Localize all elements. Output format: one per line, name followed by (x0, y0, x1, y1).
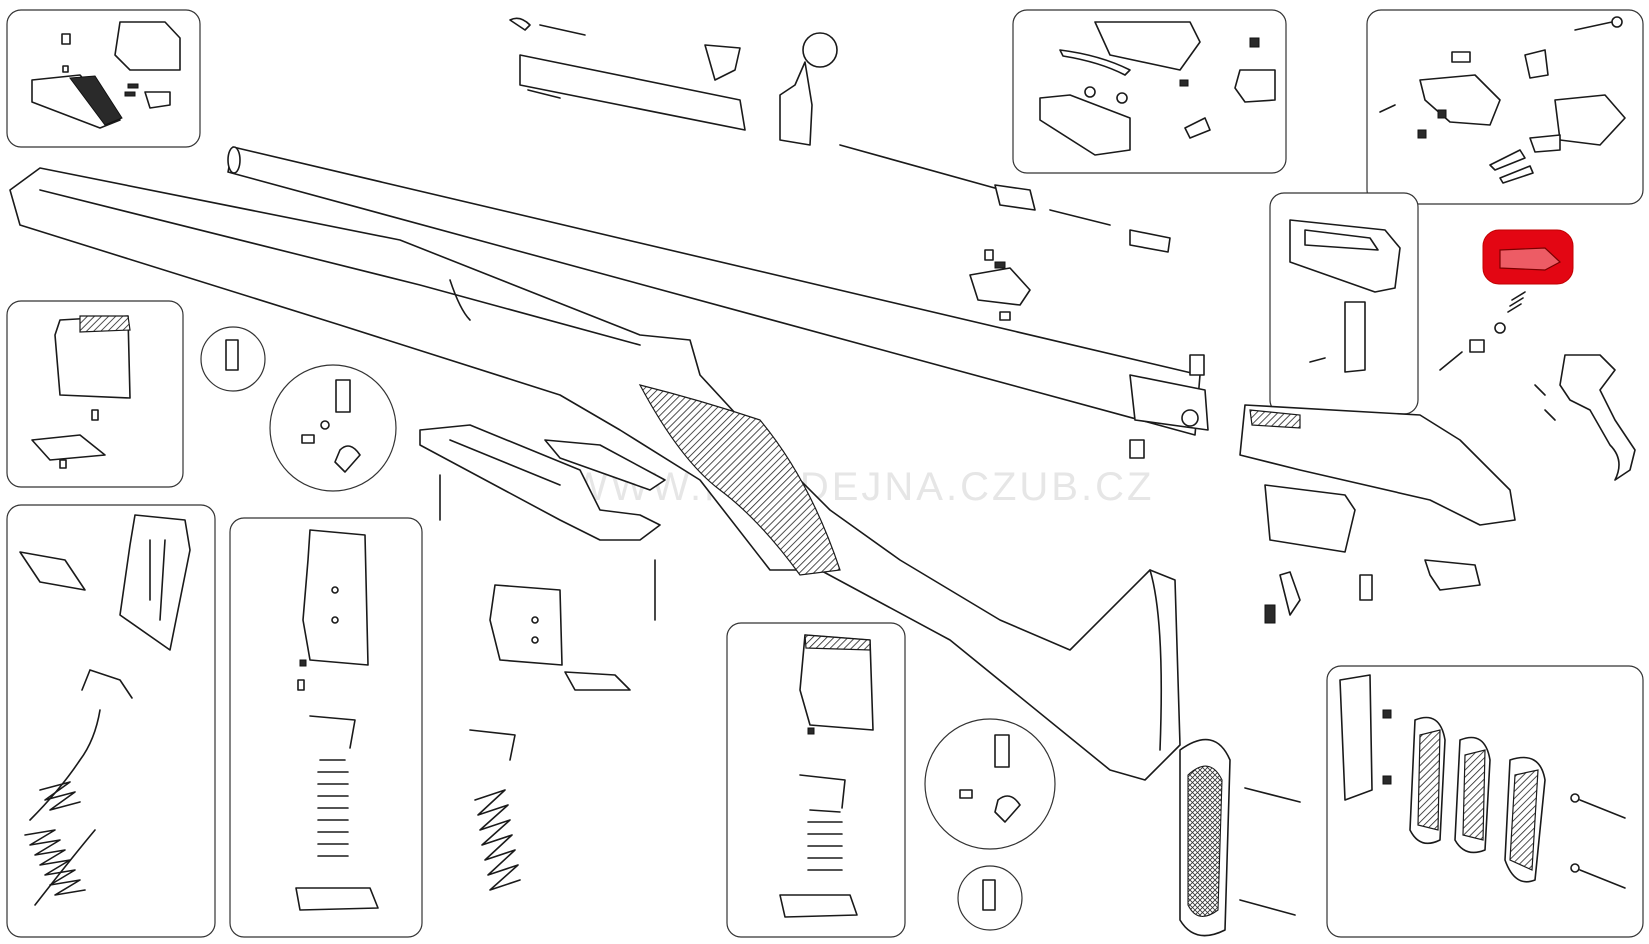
callout-circle-sling-swivel-2[interactable] (924, 718, 1056, 850)
rifle-stock[interactable] (9, 167, 1181, 781)
group-box-left-mid[interactable] (6, 300, 184, 488)
group-box-top-right-1[interactable] (1012, 9, 1287, 174)
trigger-housing-right[interactable] (1239, 404, 1516, 624)
callout-circle-sling-swivel-1[interactable] (269, 364, 397, 492)
group-box-buttpads[interactable] (1326, 665, 1644, 938)
magazine-small[interactable] (469, 584, 631, 891)
group-box-trigger-housing[interactable] (1269, 192, 1419, 415)
trigger-guard-plate[interactable] (419, 424, 666, 621)
watermark-text: WWW.PRODEJNA.CZUB.CZ (570, 465, 1154, 509)
selected-part-highlight[interactable] (1482, 229, 1574, 285)
group-box-top-left[interactable] (6, 9, 201, 148)
group-box-top-right-2[interactable] (1366, 9, 1644, 205)
group-box-magazine-5a[interactable] (229, 517, 423, 938)
butt-plate[interactable] (1179, 738, 1301, 937)
callout-circle-screw-1[interactable] (200, 326, 266, 392)
callout-circle-screw-2[interactable] (957, 865, 1023, 931)
loose-screw-set[interactable] (59, 354, 1205, 469)
spring-pin-assembly[interactable] (1439, 291, 1526, 371)
rear-sight[interactable] (969, 249, 1031, 321)
trigger-sear[interactable] (1534, 354, 1636, 481)
receiver-barrel-tube[interactable] (227, 146, 1209, 436)
group-box-magazine-10[interactable] (6, 504, 216, 938)
group-box-magazine-5b[interactable] (726, 622, 906, 938)
bolt-assembly[interactable] (509, 17, 1171, 253)
